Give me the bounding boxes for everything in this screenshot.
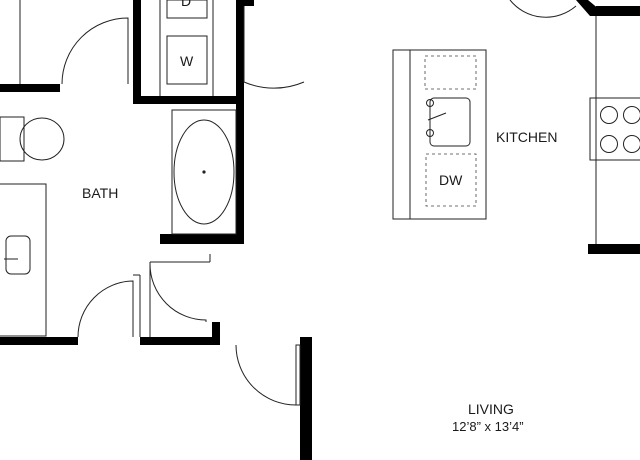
kitchen-pantry-door bbox=[509, 0, 577, 18]
room-label-living: LIVING bbox=[468, 401, 514, 417]
toilet bbox=[0, 116, 65, 162]
bath-vanity bbox=[0, 183, 47, 337]
room-label-kitchen: KITCHEN bbox=[496, 129, 557, 145]
wall-top-left-partition bbox=[0, 84, 60, 92]
kitchen-island: DW bbox=[392, 49, 487, 220]
wall-tub-right bbox=[236, 104, 244, 244]
wall-entry-right bbox=[300, 337, 312, 460]
wall-laundry-bottom bbox=[133, 96, 243, 104]
entry-door-leaf bbox=[295, 344, 301, 406]
wall-tub-bottom bbox=[160, 234, 244, 244]
laundry-door bbox=[243, 6, 305, 89]
bath-sink bbox=[5, 235, 31, 275]
dryer-label: D bbox=[181, 0, 191, 9]
wall-bath-bottom-left bbox=[0, 337, 78, 345]
hall-closet-door bbox=[149, 263, 207, 322]
wall-laundry-left bbox=[133, 0, 141, 102]
wall-kitchen-top-right bbox=[596, 6, 640, 16]
cooktop bbox=[589, 97, 640, 161]
wall-hall-stub bbox=[212, 322, 220, 344]
room-label-bath: BATH bbox=[82, 185, 118, 201]
bath-entry-door bbox=[61, 17, 129, 85]
wall-kitchen-corner bbox=[576, 0, 600, 16]
bathtub bbox=[171, 109, 237, 235]
dishwasher bbox=[425, 153, 477, 207]
dishwasher-label: DW bbox=[439, 172, 463, 188]
kitchen-sink bbox=[429, 97, 471, 147]
wall-laundry-right bbox=[236, 0, 244, 104]
doors bbox=[61, 0, 577, 406]
bath-bottom-door bbox=[77, 280, 134, 338]
washer-dryer-stack: D W bbox=[166, 0, 208, 85]
entry-door bbox=[235, 344, 297, 406]
partitions bbox=[19, 0, 597, 337]
wall-laundry-top-stub bbox=[236, 0, 254, 6]
washer-label: W bbox=[180, 53, 194, 69]
wall-hall-bottom bbox=[140, 337, 220, 345]
living-dimensions: 12’8” x 13’4” bbox=[452, 419, 524, 434]
wall-kitchen-bottom-right bbox=[588, 244, 640, 254]
